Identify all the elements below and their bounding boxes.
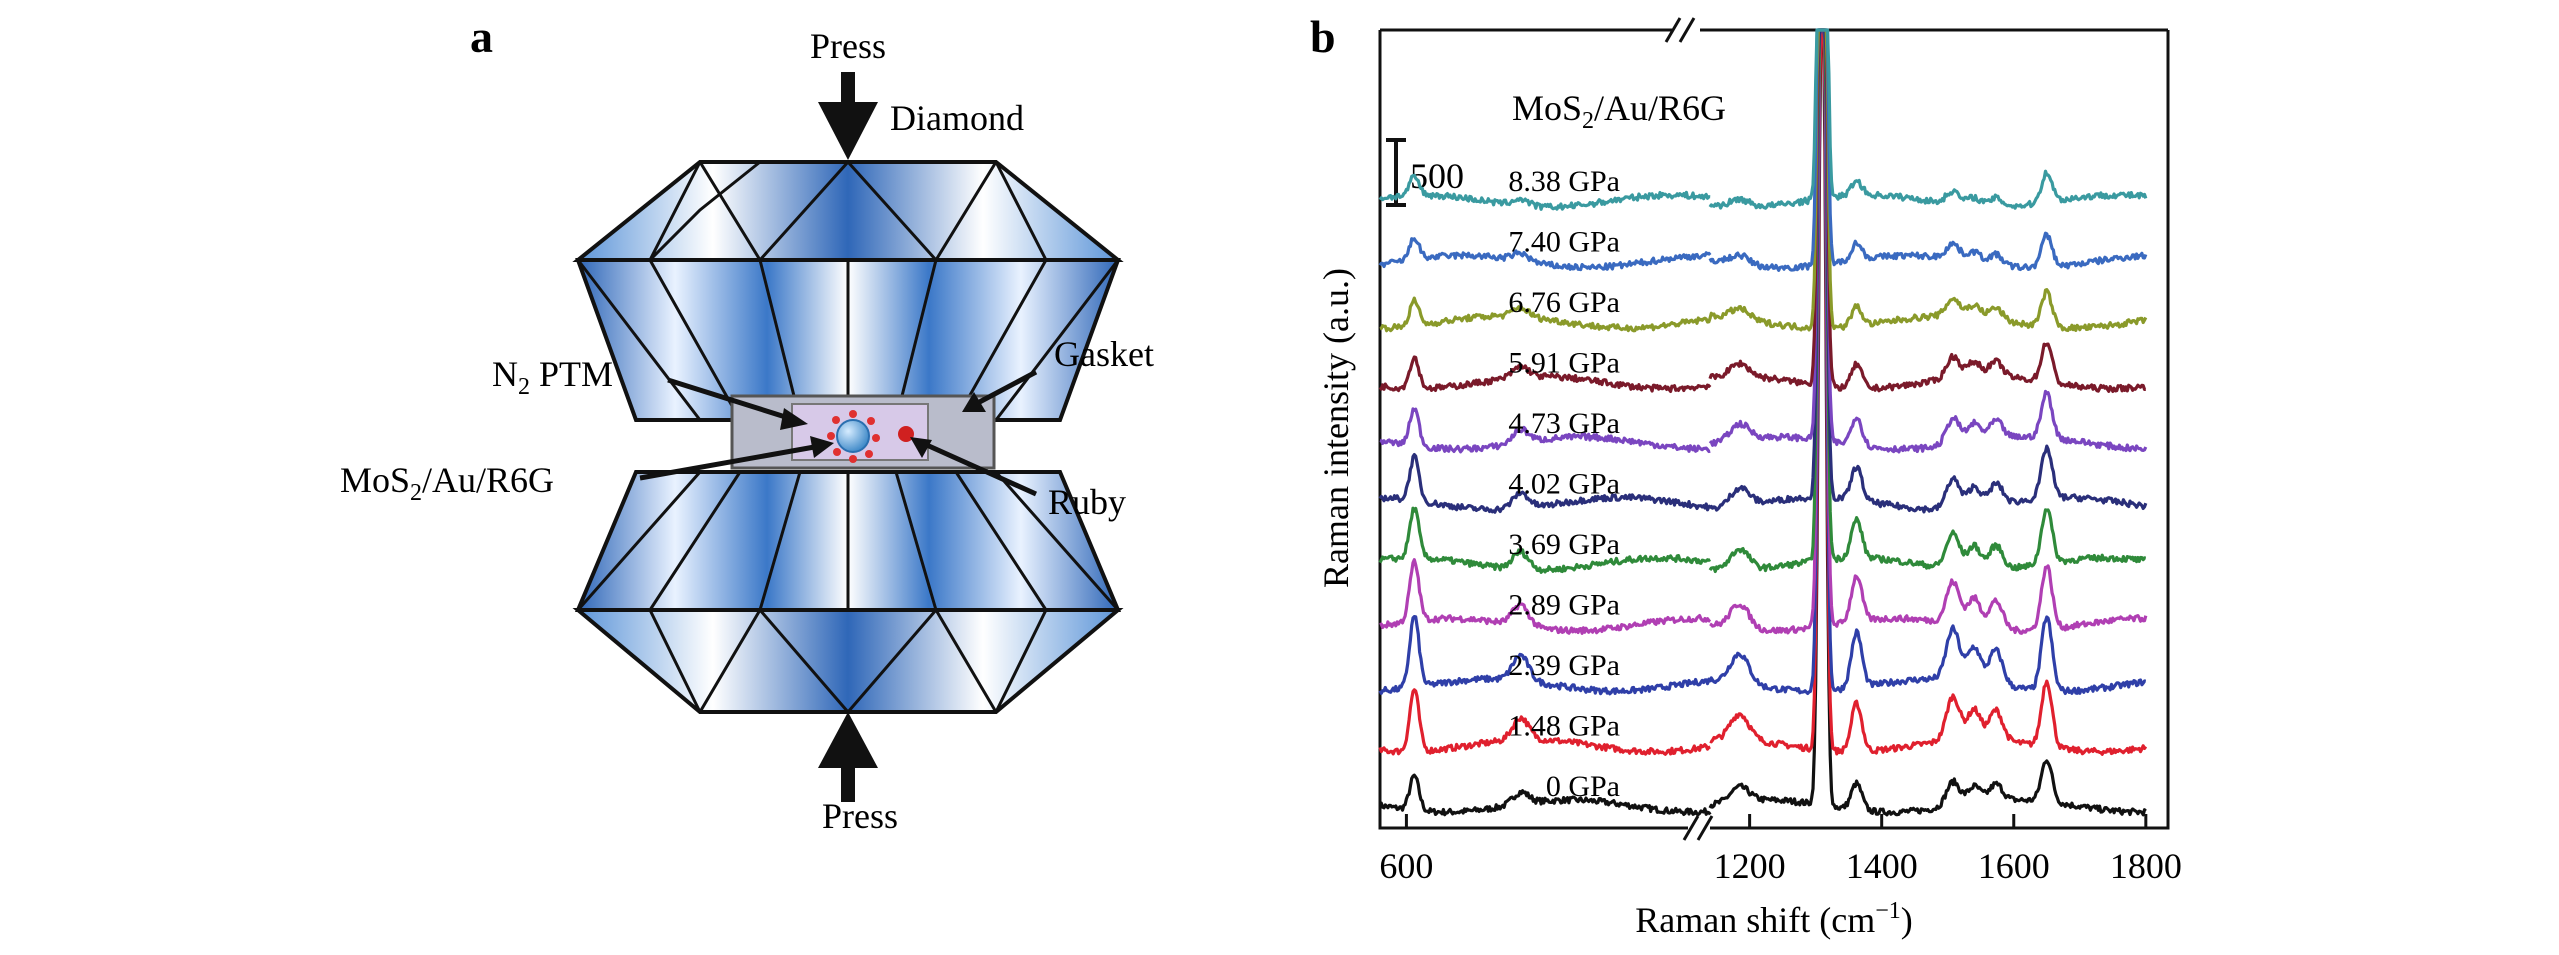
series-label: 1.48 GPa (1508, 710, 1620, 743)
spectra (1378, 28, 2148, 817)
spectrum-line-0-left (1378, 773, 1712, 817)
spectrum-line-5-left (1378, 453, 1712, 514)
press-bottom-arrow-icon (818, 712, 878, 802)
spectrum-line-7-left (1378, 355, 1712, 393)
panel-a-label: a (470, 11, 493, 62)
gasket-arrow (970, 369, 1038, 409)
panel-b: b MoS2/Au/R6G 500 Raman intensity (a.u.)… (1310, 11, 2182, 940)
x-ticks: 600 1200 1400 1600 1800 (1379, 814, 2182, 886)
panel-a: a Press Diamond (340, 11, 1154, 836)
x-tick-label: 1600 (1978, 846, 2050, 886)
r6g-molecules (827, 410, 880, 463)
spectrum-line-8-left (1379, 296, 1712, 333)
n2-ptm-label: N2 PTM (492, 354, 613, 400)
series-label: 0 GPa (1546, 770, 1620, 803)
x-tick-label: 1800 (2110, 846, 2182, 886)
bottom-diamond (572, 470, 1124, 714)
series-label: 8.38 GPa (1508, 165, 1620, 198)
ruby-label: Ruby (1048, 482, 1126, 522)
spectrum-line-5-right (1708, 28, 2148, 514)
x-axis-label: Raman shift (cm−1) (1635, 898, 1913, 940)
spectrum-line-2-right (1708, 28, 2147, 696)
spectrum-line-2-left (1378, 614, 1712, 696)
press-top-arrow-icon (818, 72, 878, 160)
mos2-label: MoS2/Au/R6G (340, 460, 554, 506)
y-axis-label: Raman intensity (a.u.) (1316, 268, 1356, 588)
diamond-label: Diamond (890, 98, 1024, 138)
ruby-arrow (918, 439, 1038, 497)
series-label: 5.91 GPa (1508, 347, 1620, 380)
spectrum-line-8-right (1708, 28, 2148, 333)
panel-b-label: b (1310, 11, 1336, 62)
x-tick-label: 1200 (1714, 846, 1786, 886)
spectrum-line-3-left (1379, 558, 1712, 635)
spectrum-line-7-right (1708, 28, 2147, 393)
x-tick-label: 600 (1379, 846, 1433, 886)
series-label: 6.76 GPa (1508, 286, 1620, 319)
spectrum-line-9-left (1378, 237, 1712, 272)
plot-frame (1378, 28, 2170, 830)
series-label: 7.40 GPa (1508, 226, 1620, 259)
gasket-label: Gasket (1054, 334, 1154, 374)
spectrum-line-10-left (1378, 173, 1711, 211)
series-label: 2.39 GPa (1508, 649, 1620, 682)
axis-break-bottom (1682, 815, 1714, 841)
spectrum-line-9-right (1708, 28, 2148, 272)
x-tick-label: 1400 (1846, 846, 1918, 886)
series-label: 2.89 GPa (1508, 589, 1620, 622)
spectrum-line-0-right (1708, 28, 2147, 817)
spectrum-line-10-right (1708, 28, 2148, 210)
spectrum-line-1-right (1709, 28, 2148, 756)
spectrum-line-3-right (1709, 28, 2148, 635)
top-diamond (572, 160, 1124, 422)
mos2-au-particle (836, 419, 870, 453)
scale-bar-label: 500 (1410, 156, 1464, 196)
press-bottom-label: Press (822, 796, 898, 836)
series-label: 4.73 GPa (1508, 407, 1620, 440)
series-label: 3.69 GPa (1508, 528, 1620, 561)
sample-label: MoS2/Au/R6G (1512, 88, 1726, 134)
ruby-particle (898, 426, 914, 442)
press-top-label: Press (810, 26, 886, 66)
series-labels: 0 GPa 1.48 GPa 2.39 GPa 2.89 GPa 3.69 GPa 4.0… (1508, 165, 1620, 803)
spectrum-line-6-right (1708, 28, 2148, 454)
n2-ptm-arrow (667, 377, 796, 423)
spectrum-line-1-left (1378, 688, 1711, 756)
spectrum-line-6-left (1379, 407, 1711, 454)
spectrum-line-4-left (1378, 506, 1712, 574)
mos2-arrow (639, 443, 821, 481)
series-label: 4.02 GPa (1508, 468, 1620, 501)
axis-break-top (1664, 17, 1696, 43)
spectrum-line-4-right (1708, 28, 2147, 574)
